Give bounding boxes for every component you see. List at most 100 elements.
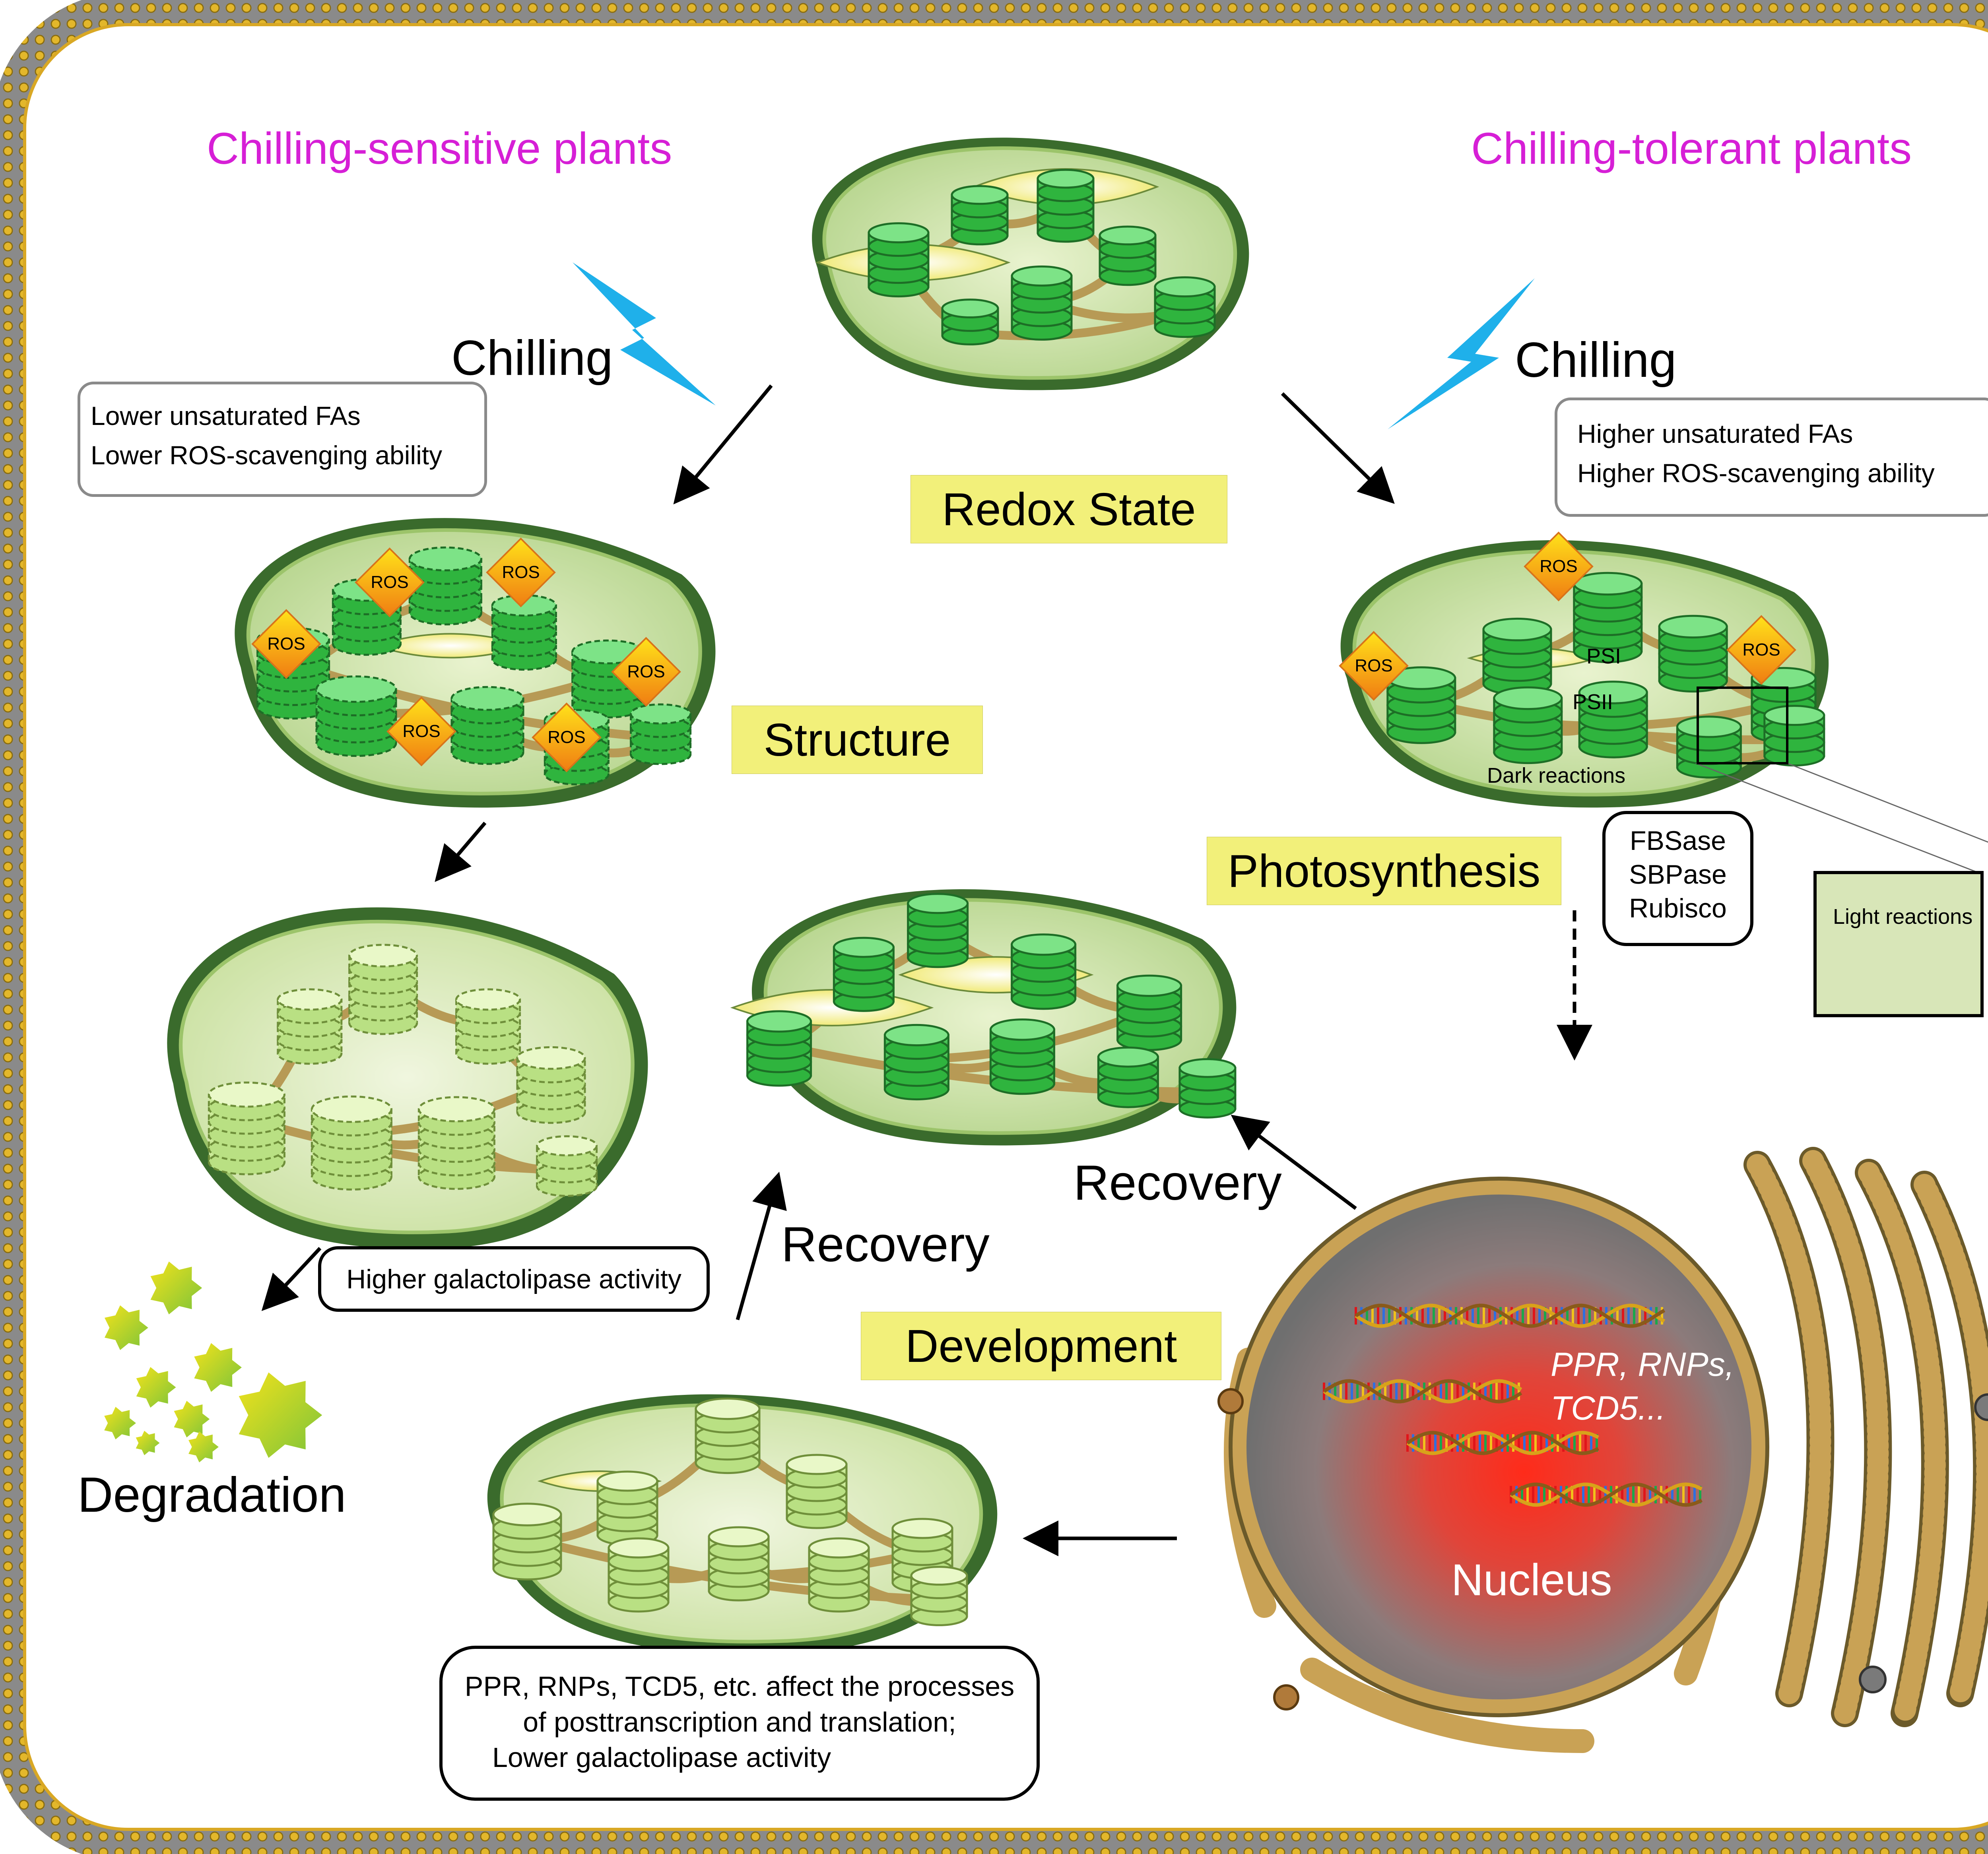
ros-diamond (1524, 531, 1594, 601)
thylakoid-stack (455, 988, 521, 1065)
fragment (239, 1372, 322, 1458)
ros-diamond (1726, 615, 1796, 685)
thylakoid-stack (315, 675, 397, 757)
nucleus-gene-line-2: TCD5... (1551, 1389, 1666, 1427)
thylakoid-stack (910, 1566, 968, 1626)
fragment (150, 1261, 202, 1315)
fragment (188, 1431, 219, 1462)
ros-label: ROS (1355, 656, 1393, 675)
degraded-fragments (104, 1261, 322, 1462)
thylakoid-stack (1099, 225, 1157, 286)
enzyme-sbpase: SBPase (1629, 859, 1727, 890)
callout-right-line-2: Higher ROS-scavenging ability (1577, 458, 1935, 488)
enzyme-rubisco: Rubisco (1629, 893, 1727, 923)
chloroplast-developing (487, 1394, 998, 1654)
thylakoid-stack (630, 703, 692, 765)
chloroplast-normal-top (812, 138, 1249, 390)
dna-helix (1323, 1379, 1522, 1404)
ros-diamond (1339, 631, 1409, 701)
ros-label: ROS (371, 572, 409, 592)
endoplasmic-reticulum (1224, 1147, 1988, 1753)
fragment (104, 1305, 148, 1350)
ros-diamond (532, 702, 602, 772)
thylakoid-stack (989, 1018, 1055, 1095)
ros-label: ROS (1540, 557, 1578, 576)
thylakoid-stack (1037, 169, 1095, 243)
thylakoid-stack (868, 222, 930, 298)
thylakoid-stack (208, 1081, 285, 1175)
heading-chilling-sensitive: Chilling-sensitive plants (207, 124, 672, 173)
thylakoid-stack (491, 594, 557, 671)
thylakoid-stack (311, 1095, 392, 1191)
chloroplast-recovered (730, 889, 1237, 1146)
fragment (136, 1431, 160, 1455)
thylakoid-stack (1011, 265, 1073, 341)
thylakoid-stack (1763, 705, 1825, 767)
callout-galactolipase: Higher galactolipase activity (318, 1246, 710, 1312)
thylakoid-stack (1154, 276, 1216, 338)
callout-ppr-processes: PPR, RNPs, TCD5, etc. affect the process… (439, 1646, 1040, 1801)
thylakoid-stack (536, 1135, 598, 1197)
thylakoid-stack (1578, 681, 1648, 758)
callout-right-line-1: Higher unsaturated FAs (1577, 419, 1853, 448)
label-recovery-center: Recovery (781, 1217, 990, 1272)
box-redox-state: Redox State (911, 475, 1227, 543)
thylakoid-stack (907, 893, 969, 968)
nucleus-gene-line-1: PPR, RNPs, (1551, 1346, 1735, 1383)
ros-label: ROS (267, 634, 305, 654)
light-reactions-inset (1697, 687, 1984, 1017)
thylakoid-stack (596, 1470, 658, 1546)
dna-helix (1406, 1431, 1600, 1455)
ros-diamond (251, 609, 321, 679)
thylakoid-stack (408, 546, 482, 626)
callout-left-line-1: Lower unsaturated FAs (91, 401, 361, 431)
ros-diamond (486, 537, 556, 607)
fragment (104, 1407, 136, 1439)
ros-label: ROS (547, 727, 586, 747)
thylakoid-stack (1097, 1046, 1159, 1108)
callout-bottom-line-3: Lower galactolipase activity (492, 1742, 831, 1773)
thylakoid-stack (1493, 686, 1563, 764)
ros-label: ROS (627, 662, 665, 681)
thylakoid-stack (1573, 572, 1643, 663)
thylakoid-stack (1116, 974, 1182, 1051)
thylakoid-stack (708, 1526, 770, 1602)
thylakoid-stack (808, 1537, 870, 1613)
thylakoid-stack (277, 988, 343, 1065)
ros-diamond (611, 637, 681, 707)
thylakoid-stack (695, 1397, 761, 1474)
label-chilling-right: Chilling (1515, 333, 1677, 388)
thylakoid-stack (746, 1010, 812, 1087)
callout-bottom-line-2: of posttranscription and translation; (523, 1706, 956, 1738)
ros-label: ROS (502, 562, 540, 582)
callout-bottom-line-1: PPR, RNPs, TCD5, etc. affect the process… (464, 1671, 1015, 1702)
dna-helix (1355, 1303, 1666, 1328)
callout-lower-fas: Lower unsaturated FAs Lower ROS-scavengi… (78, 382, 487, 497)
thylakoid-stack (417, 1096, 495, 1190)
ros-label: ROS (1742, 640, 1780, 659)
heading-chilling-tolerant: Chilling-tolerant plants (1471, 124, 1912, 173)
thylakoid-stack (1178, 1058, 1237, 1119)
label-nucleus: Nucleus (1451, 1555, 1612, 1605)
fragment (194, 1343, 242, 1392)
box-development: Development (861, 1312, 1221, 1380)
fragment (174, 1400, 210, 1438)
dna-helix (1510, 1482, 1703, 1507)
callout-higher-fas: Higher unsaturated FAs Higher ROS-scaven… (1555, 398, 1988, 517)
thylakoid-stack (833, 937, 895, 1012)
thylakoid-stack (883, 1024, 949, 1101)
lightning-icon-right (1388, 278, 1535, 429)
lightning-icon-left (573, 262, 716, 405)
thylakoid-stack (1482, 617, 1552, 696)
thylakoid-stack (608, 1537, 670, 1613)
box-photosynthesis: Photosynthesis (1207, 837, 1561, 905)
callout-left-line-2: Lower ROS-scavenging ability (91, 440, 443, 470)
thylakoid-stack (1676, 716, 1742, 779)
thylakoid-stack (1658, 615, 1728, 693)
thylakoid-stack (951, 185, 1009, 246)
thylakoid-stack (1386, 666, 1456, 744)
ros-label: ROS (402, 721, 441, 741)
label-light-reactions: Light reactions (1833, 905, 1973, 929)
